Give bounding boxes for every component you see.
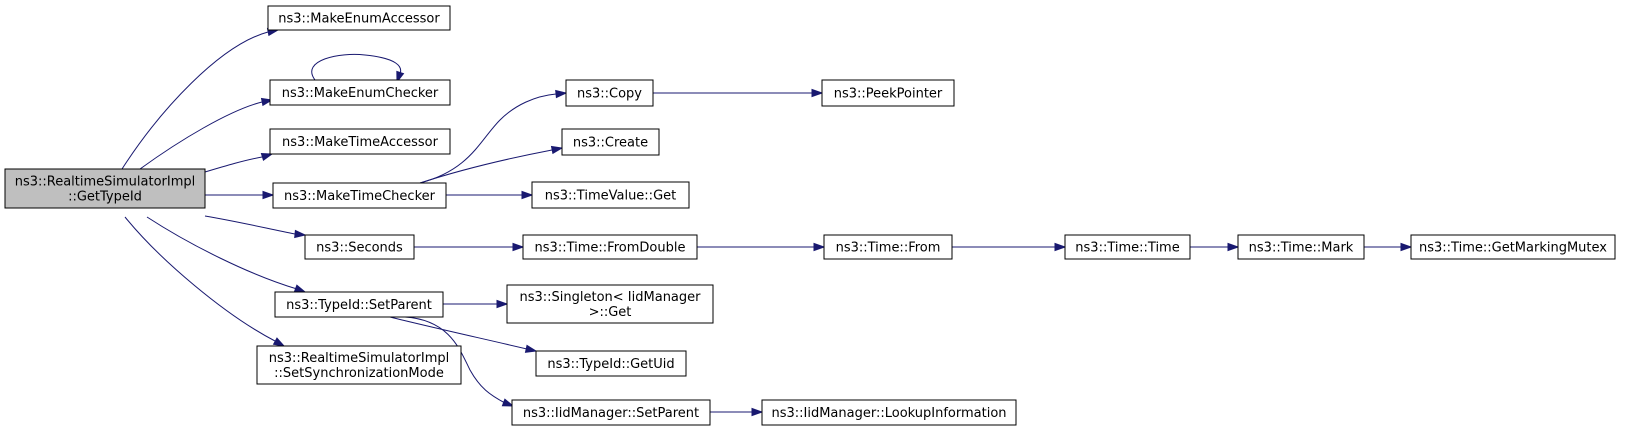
edge-time-time-to-time-mark	[1190, 242, 1240, 252]
node-label: ns3::RealtimeSimulatorImpl	[15, 175, 196, 190]
node-label: ns3::Time::GetMarkingMutex	[1419, 241, 1607, 256]
node-box	[269, 79, 451, 106]
node-box	[506, 284, 714, 324]
node-label: ns3::MakeEnumChecker	[282, 86, 439, 101]
edge-root-to-seconds	[204, 215, 307, 239]
edge-root-to-make-time-accessor	[204, 152, 274, 173]
node-box	[272, 182, 447, 209]
node-box	[565, 79, 654, 107]
nodes-layer: ns3::RealtimeSimulatorImpl::GetTypeIdns3…	[4, 5, 1616, 426]
edge-time-from-to-time-time	[952, 242, 1067, 252]
node-label: ns3::PeekPointer	[834, 87, 943, 102]
node-label: ::SetSynchronizationMode	[274, 366, 444, 381]
node-box	[522, 234, 698, 260]
node-make-enum-checker[interactable]: ns3::MakeEnumChecker	[269, 79, 451, 106]
node-seconds[interactable]: ns3::Seconds	[304, 234, 415, 260]
node-peek-pointer[interactable]: ns3::PeekPointer	[821, 79, 955, 107]
node-box	[531, 181, 690, 209]
node-label: ns3::MakeTimeAccessor	[282, 135, 439, 150]
node-singleton-get[interactable]: ns3::Singleton< IidManager>::Get	[506, 284, 714, 324]
edge-root-to-make-time-checker	[205, 190, 275, 200]
edge-root-to-set-sync-mode	[124, 216, 286, 347]
node-typeid-setparent[interactable]: ns3::TypeId::SetParent	[274, 291, 444, 318]
node-box	[256, 345, 462, 385]
node-make-time-accessor[interactable]: ns3::MakeTimeAccessor	[269, 128, 451, 155]
edge-typeid-setparent-to-iidmanager-setparent	[404, 316, 515, 407]
node-make-time-checker[interactable]: ns3::MakeTimeChecker	[272, 182, 447, 209]
edge-make-enum-checker-to-make-enum-checker	[311, 53, 405, 84]
node-box	[761, 399, 1017, 426]
node-box	[269, 128, 451, 155]
node-box	[1237, 234, 1365, 260]
node-box	[561, 128, 660, 156]
node-label: ns3::MakeEnumAccessor	[278, 12, 440, 27]
node-time-mark[interactable]: ns3::Time::Mark	[1237, 234, 1365, 260]
node-box	[267, 5, 451, 31]
edge-iidmanager-setparent-to-iidmanager-lookupinfo	[710, 407, 764, 417]
node-typeid-getuid[interactable]: ns3::TypeId::GetUid	[535, 350, 687, 377]
node-make-enum-accessor[interactable]: ns3::MakeEnumAccessor	[267, 5, 451, 31]
node-copy[interactable]: ns3::Copy	[565, 79, 654, 107]
node-box	[535, 350, 687, 377]
node-label: ns3::Seconds	[316, 241, 403, 256]
edges-layer	[121, 27, 1413, 417]
node-box	[274, 291, 444, 318]
node-label: ns3::RealtimeSimulatorImpl	[269, 351, 450, 366]
node-label: ::GetTypeId	[68, 190, 142, 205]
node-box	[1064, 234, 1191, 260]
edge-time-fromdouble-to-time-from	[697, 242, 826, 252]
edge-typeid-setparent-to-typeid-getuid	[389, 316, 538, 353]
node-timevalue-get[interactable]: ns3::TimeValue::Get	[531, 181, 690, 209]
node-label: ns3::Singleton< IidManager	[519, 290, 701, 305]
node-time-time[interactable]: ns3::Time::Time	[1064, 234, 1191, 260]
node-box	[821, 79, 955, 107]
node-label: ns3::Time::Mark	[1249, 241, 1354, 256]
edge-typeid-setparent-to-singleton-get	[443, 299, 509, 309]
node-label: ns3::TypeId::GetUid	[547, 357, 674, 372]
node-root: ns3::RealtimeSimulatorImpl::GetTypeId	[4, 168, 206, 209]
node-box	[4, 168, 206, 209]
edge-make-time-checker-to-timevalue-get	[446, 190, 534, 200]
node-box	[304, 234, 415, 260]
edge-make-time-checker-to-create	[419, 145, 564, 184]
node-label: ns3::Create	[573, 136, 648, 151]
edge-root-to-make-enum-accessor	[121, 27, 280, 170]
node-label: ns3::Time::FromDouble	[535, 241, 686, 256]
node-label: ns3::Time::From	[836, 241, 941, 256]
node-box	[1410, 234, 1616, 260]
node-box	[823, 234, 953, 260]
node-time-fromdouble[interactable]: ns3::Time::FromDouble	[522, 234, 698, 260]
node-label: >::Get	[589, 305, 632, 320]
node-time-getmarkingmutex[interactable]: ns3::Time::GetMarkingMutex	[1410, 234, 1616, 260]
node-create[interactable]: ns3::Create	[561, 128, 660, 156]
node-label: ns3::TimeValue::Get	[545, 189, 677, 204]
node-label: ns3::Copy	[577, 87, 642, 102]
node-iidmanager-lookupinfo[interactable]: ns3::IidManager::LookupInformation	[761, 399, 1017, 426]
edge-root-to-typeid-setparent	[146, 216, 307, 293]
edge-root-to-make-enum-checker	[139, 97, 274, 170]
node-label: ns3::Time::Time	[1075, 241, 1179, 256]
edge-seconds-to-time-fromdouble	[414, 242, 525, 252]
node-set-sync-mode[interactable]: ns3::RealtimeSimulatorImpl::SetSynchroni…	[256, 345, 462, 385]
node-label: ns3::MakeTimeChecker	[284, 189, 436, 204]
node-label: ns3::TypeId::SetParent	[286, 298, 432, 313]
node-box	[511, 399, 711, 426]
edge-copy-to-peek-pointer	[653, 88, 824, 98]
edge-make-time-checker-to-copy	[419, 89, 568, 184]
edge-time-mark-to-time-getmarkingmutex	[1364, 242, 1413, 252]
node-time-from[interactable]: ns3::Time::From	[823, 234, 953, 260]
node-label: ns3::IidManager::LookupInformation	[771, 406, 1006, 421]
node-label: ns3::IidManager::SetParent	[523, 406, 699, 421]
node-iidmanager-setparent[interactable]: ns3::IidManager::SetParent	[511, 399, 711, 426]
